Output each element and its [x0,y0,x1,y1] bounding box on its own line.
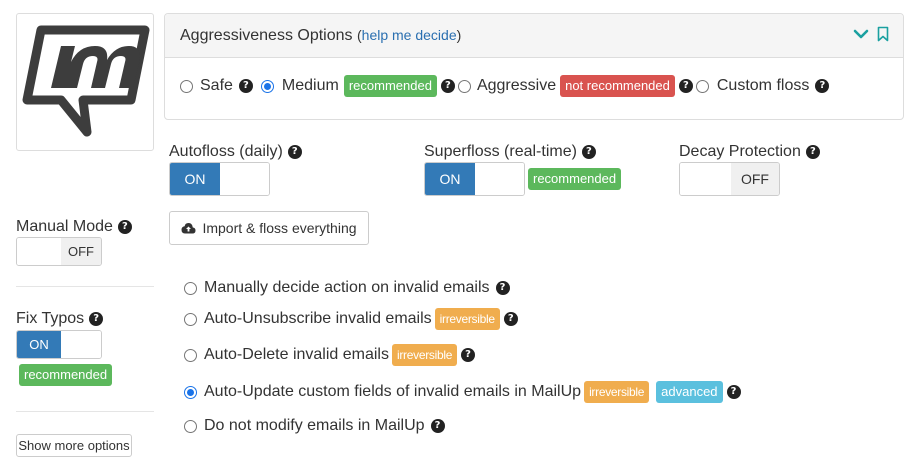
toggle-on-label: ON [425,163,475,195]
toggle-off-label: OFF [60,238,101,265]
toggle-on-label: ON [170,163,220,195]
irreversible-badge: irreversible [391,344,458,366]
import-floss-button-label: Import & floss everything [202,220,357,236]
irreversible-badge: irreversible [584,381,650,403]
autofloss-toggle[interactable]: ON [169,162,270,196]
help-icon[interactable]: ? [805,145,820,159]
help-icon[interactable]: ? [678,79,693,93]
import-floss-button[interactable]: Import & floss everything [169,211,369,245]
manual-mode-label: Manual Mode ? [16,218,132,236]
logo-icon [22,25,150,137]
superfloss-toggle[interactable]: ON [424,162,525,196]
irreversible-badge: irreversible [434,308,500,330]
option-safe-label: Safe [200,77,233,94]
autofloss-label: Autofloss (daily) ? [169,143,302,161]
radio-auto-unsubscribe[interactable] [184,312,197,326]
radio-auto-update-fields[interactable] [184,385,197,399]
app-logo [16,13,154,151]
radio-safe[interactable] [180,79,193,93]
decay-protection-label: Decay Protection ? [679,143,820,161]
help-icon[interactable]: ? [89,312,104,326]
decay-protection-toggle[interactable]: OFF [679,162,780,196]
help-icon[interactable]: ? [238,79,253,93]
fix-typos-label: Fix Typos ? [16,310,104,328]
fix-typos-toggle[interactable]: ON [16,330,102,359]
divider [16,411,154,412]
radio-manual-decide[interactable] [184,281,197,295]
aggressiveness-panel-header: Aggressiveness Options (help me decide) [165,14,903,58]
help-me-decide-link[interactable]: help me decide [361,27,457,43]
option-medium-label: Medium [281,77,339,94]
radio-medium[interactable] [260,79,274,93]
recommended-badge: recommended [343,75,437,97]
manual-mode-toggle[interactable]: OFF [16,237,102,266]
option-custom-floss-label: Custom floss [716,77,810,94]
radio-auto-delete[interactable] [184,348,197,362]
invalid-action-manual: Manually decide action on invalid emails… [184,279,510,297]
toggle-on-label: ON [17,331,61,358]
show-more-options-button[interactable]: Show more options [16,434,132,457]
aggressiveness-panel: Aggressiveness Options (help me decide) … [164,13,904,120]
recommended-badge: recommended [19,364,113,386]
invalid-action-do-not-modify: Do not modify emails in MailUp ? [184,417,445,435]
superfloss-label: Superfloss (real-time) ? [424,143,596,161]
radio-custom-floss[interactable] [695,79,709,93]
invalid-action-update-fields: Auto-Update custom fields of invalid ema… [184,381,741,403]
invalid-action-delete: Auto-Delete invalid emails irreversible … [184,344,476,366]
help-icon[interactable]: ? [815,79,830,93]
help-icon[interactable]: ? [287,145,302,159]
invalid-action-unsubscribe: Auto-Unsubscribe invalid emails irrevers… [184,308,518,330]
help-icon[interactable]: ? [581,145,596,159]
cloud-upload-icon [181,223,196,234]
bookmark-icon[interactable] [877,26,889,42]
aggressiveness-title: Aggressiveness Options (help me decide) [180,27,462,44]
option-aggressive-label: Aggressive [476,77,557,94]
help-icon[interactable]: ? [430,419,445,433]
help-icon[interactable]: ? [117,220,132,234]
help-icon[interactable]: ? [461,348,476,362]
help-icon[interactable]: ? [440,79,455,93]
aggressiveness-title-text: Aggressiveness Options [180,27,353,44]
advanced-badge: advanced [656,381,723,403]
radio-do-not-modify[interactable] [184,419,197,433]
toggle-off-label: OFF [730,163,779,195]
help-icon[interactable]: ? [503,312,518,326]
aggressiveness-options: Safe ? Medium recommended ? Aggressive n… [180,75,830,97]
help-icon[interactable]: ? [726,385,741,399]
divider [16,286,154,287]
chevron-down-icon[interactable] [853,28,869,40]
recommended-badge: recommended [528,168,622,190]
help-icon[interactable]: ? [495,281,510,295]
not-recommended-badge: not recommended [560,75,675,97]
radio-aggressive[interactable] [457,79,471,93]
